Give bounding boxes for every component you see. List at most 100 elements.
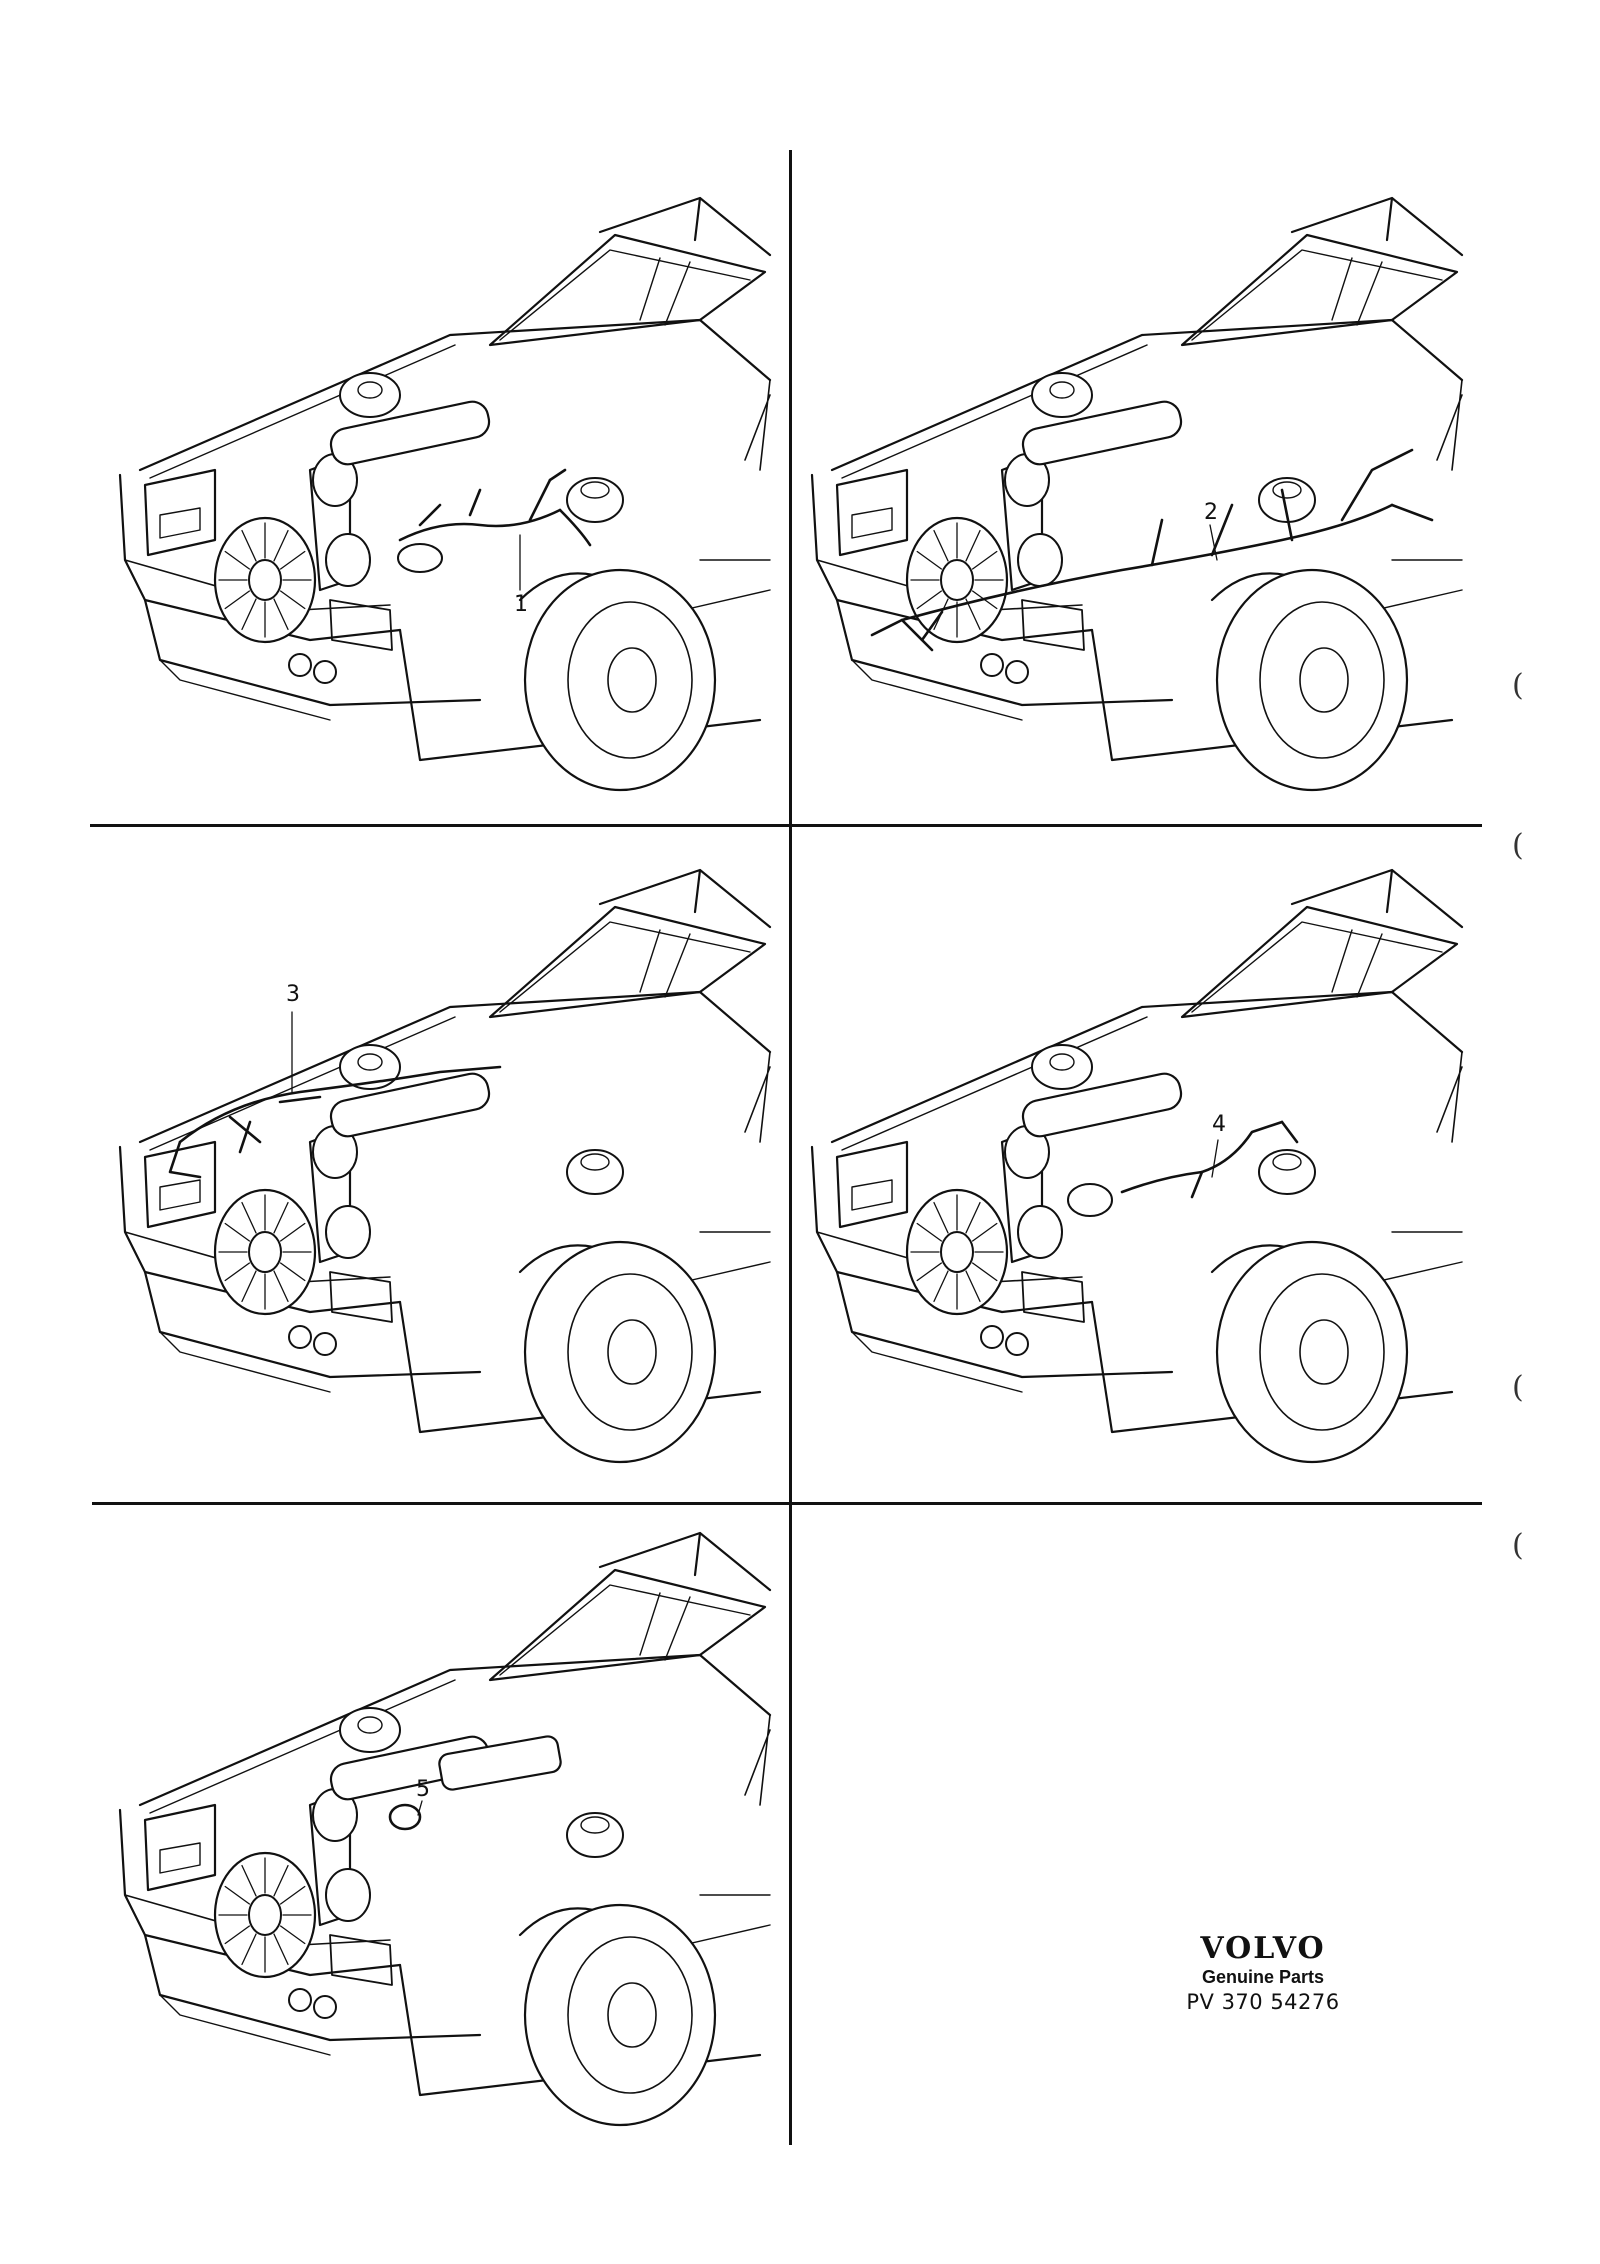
- a-pillar: [744, 1714, 771, 1806]
- grille-plate: [329, 599, 393, 651]
- harness-wire: [1120, 1120, 1284, 1194]
- air-filter-housing: [339, 1707, 401, 1753]
- fluid-reservoir: [566, 477, 624, 523]
- roof-line: [1290, 196, 1464, 257]
- hood-inner: [841, 1016, 1148, 1151]
- hood-edge: [138, 318, 772, 472]
- retaining-clip: [388, 1803, 422, 1831]
- leader-line: [1211, 1139, 1219, 1178]
- headlight-lamp: [851, 507, 893, 539]
- fan-blade: [971, 550, 998, 570]
- filter-cap: [357, 381, 383, 399]
- fan-blade: [273, 598, 289, 631]
- a-pillar: [744, 379, 771, 471]
- fog-light: [313, 1332, 337, 1356]
- lower-bumper: [143, 1933, 482, 2042]
- fan-blade: [279, 1885, 306, 1905]
- fan-blade: [224, 1925, 251, 1945]
- callout-number: 1: [514, 592, 528, 617]
- binder-hole-mark: (: [1512, 1528, 1524, 1563]
- lower-bumper: [143, 598, 482, 707]
- headlight-lamp: [159, 507, 201, 539]
- cooling-fan: [213, 516, 317, 644]
- fog-light: [980, 653, 1004, 677]
- harness-wire: [168, 1140, 202, 1179]
- reservoir-cap: [580, 1153, 610, 1171]
- headlight: [143, 1803, 217, 1892]
- component-wiring-harness: [1120, 1120, 1299, 1199]
- harness-wire: [548, 468, 592, 547]
- main-wiring-harness: [870, 448, 1434, 652]
- car-body: [810, 868, 1464, 1464]
- fan-hub: [248, 1894, 282, 1936]
- horizontal-divider-top: [90, 824, 1482, 827]
- front-wiring-harness: [168, 1065, 502, 1179]
- fan-blade: [916, 590, 943, 610]
- fan-blade: [224, 1222, 251, 1242]
- valance: [159, 1331, 331, 1393]
- windshield-inner: [499, 249, 751, 341]
- fan-blade: [279, 1925, 306, 1945]
- wheel-rim: [1259, 601, 1385, 759]
- front-wheel: [523, 568, 717, 792]
- sensor-unit: [1067, 1183, 1113, 1217]
- wheel-rim: [567, 1273, 693, 1431]
- grille-plate: [329, 1934, 393, 1986]
- hood-edge: [830, 990, 1464, 1144]
- fog-light: [288, 1325, 312, 1349]
- reservoir-cap: [1272, 1153, 1302, 1171]
- wiper: [639, 1592, 691, 1661]
- fan-blade: [933, 1201, 949, 1234]
- lower-bumper: [143, 1270, 482, 1379]
- alternator: [325, 533, 371, 587]
- fan-blade: [241, 1933, 257, 1966]
- diagram-panel-5: 5: [0, 1335, 790, 2159]
- horizontal-divider-bottom: [92, 1502, 1482, 1505]
- fan-blade: [273, 1201, 289, 1234]
- hood-edge: [830, 318, 1464, 472]
- car-illustration: [118, 868, 772, 1464]
- fan-blade: [279, 550, 306, 570]
- grille-plate: [1021, 599, 1085, 651]
- fluid-reservoir: [1258, 1149, 1316, 1195]
- fan-blade: [241, 1201, 257, 1234]
- car-body: [118, 868, 772, 1464]
- car-illustration: [810, 868, 1464, 1464]
- intake-cover: [438, 1735, 562, 1791]
- front-wheel: [1215, 1240, 1409, 1464]
- a-pillar: [1436, 379, 1463, 471]
- harness-wire: [1190, 1120, 1299, 1199]
- diagram-panel-3: 3: [0, 672, 790, 1496]
- fan-blade: [279, 590, 306, 610]
- brand-logo: VOLVO: [1200, 1931, 1326, 1966]
- air-intake-tube: [1021, 1072, 1183, 1138]
- car-illustration: [118, 1531, 772, 2127]
- front-wheel: [1215, 568, 1409, 792]
- fog-light: [1005, 660, 1029, 684]
- filter-cap: [1049, 1053, 1075, 1071]
- fan-blade: [273, 1270, 289, 1303]
- filter-cap: [357, 1053, 383, 1071]
- wiper: [639, 929, 691, 998]
- lower-bumper: [835, 1270, 1174, 1379]
- leader-line: [1209, 524, 1218, 561]
- headlight-lamp: [851, 1179, 893, 1211]
- car-body: [118, 196, 772, 792]
- alternator: [1017, 1205, 1063, 1259]
- wheel-hub: [1299, 1319, 1349, 1385]
- callout-number: 5: [416, 1777, 430, 1802]
- connector-plug: [397, 543, 443, 573]
- roof-line: [598, 868, 772, 929]
- diagram-panel-1: 1: [0, 0, 790, 824]
- fluid-reservoir: [566, 1812, 624, 1858]
- fan-blade: [971, 1262, 998, 1282]
- cooling-fan: [905, 516, 1009, 644]
- reservoir-cap: [1272, 481, 1302, 499]
- callout-number: 3: [286, 982, 300, 1007]
- fan-blade: [916, 550, 943, 570]
- hood-edge: [138, 990, 772, 1144]
- windshield-inner: [499, 921, 751, 1013]
- windshield: [1180, 233, 1459, 347]
- fan-blade: [241, 1270, 257, 1303]
- alternator: [325, 1868, 371, 1922]
